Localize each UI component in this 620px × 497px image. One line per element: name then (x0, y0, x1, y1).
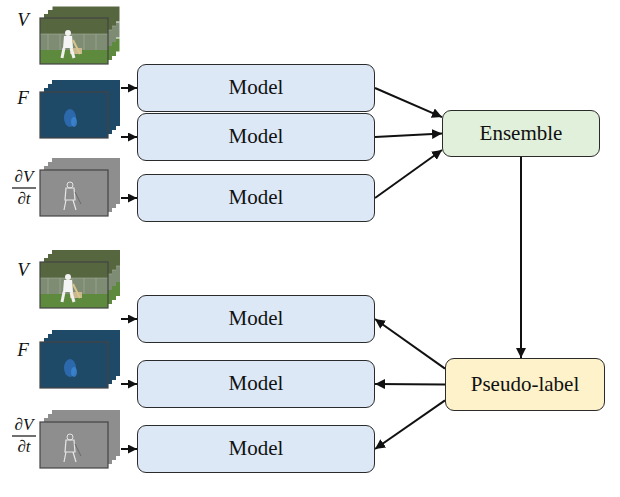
box-label: Model (229, 437, 284, 460)
frame-stack (40, 80, 120, 138)
input-symbol: V (10, 258, 36, 282)
box-label: Model (229, 307, 284, 330)
pseudo-label-box: Pseudo-label (445, 358, 605, 411)
flow-arrow (520, 157, 522, 358)
box-label: Model (229, 372, 284, 395)
frame-stack (40, 158, 120, 216)
box-label: Ensemble (480, 122, 563, 145)
ensemble-box: Ensemble (442, 110, 600, 157)
flow-arrow (375, 88, 442, 117)
input-symbol: ∂V ∂t (11, 414, 37, 458)
box-label: Model (229, 76, 284, 99)
flow-arrow (375, 400, 445, 449)
flow-arrow (375, 319, 445, 369)
model-box: Model (137, 425, 375, 473)
model-box: Model (137, 113, 375, 161)
model-box: Model (137, 360, 375, 408)
model-box: Model (137, 174, 375, 222)
frame-stack (40, 250, 120, 308)
flow-arrow (375, 150, 442, 198)
input-symbol: F (10, 86, 36, 110)
flow-arrow (375, 383, 445, 386)
frame-stack (40, 6, 120, 64)
input-symbol: F (10, 338, 36, 362)
input-symbol: ∂V ∂t (11, 166, 37, 210)
frame-stack (40, 330, 120, 388)
frame-stack (40, 410, 120, 468)
box-label: Pseudo-label (471, 373, 579, 396)
fraction-bar (12, 188, 36, 436)
frame-borders (40, 18, 108, 468)
input-symbol: V (10, 8, 36, 32)
model-box: Model (137, 64, 375, 112)
box-label: Model (229, 125, 284, 148)
model-box: Model (137, 295, 375, 343)
box-label: Model (229, 186, 284, 209)
flow-arrow (375, 134, 442, 138)
input-arrow (121, 88, 137, 449)
